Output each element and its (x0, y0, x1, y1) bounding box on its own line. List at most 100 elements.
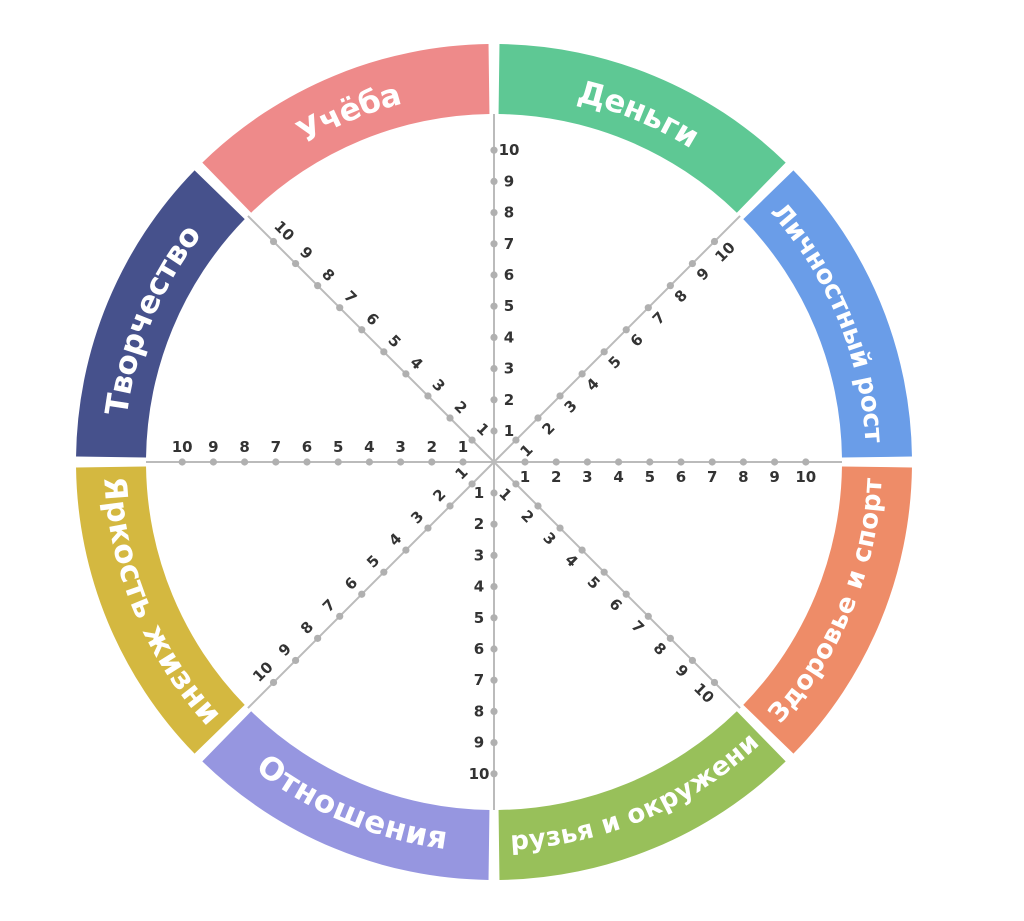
scale-number: 2 (429, 485, 449, 505)
wheel-segment (202, 44, 490, 213)
scale-number: 5 (584, 573, 604, 593)
scale-dot (490, 645, 498, 653)
scale-number: 4 (583, 374, 603, 394)
scale-number: 8 (671, 286, 691, 306)
scale-number: 8 (239, 438, 249, 456)
scale-dot (534, 502, 542, 510)
scale-dot (490, 551, 498, 560)
scale-dot (490, 427, 498, 435)
scale-number: 4 (474, 578, 484, 596)
scale-number: 10 (499, 141, 520, 159)
scale-dot (490, 739, 498, 747)
scale-number: 7 (707, 468, 717, 486)
scale-dot (578, 546, 586, 554)
scale-number: 3 (504, 360, 514, 378)
wheel-segment (76, 466, 245, 754)
scale-dot (314, 634, 322, 642)
scale-dot (688, 656, 697, 665)
scale-number: 3 (395, 438, 405, 456)
scale-dot (269, 678, 278, 687)
scale-dot (490, 271, 498, 279)
scale-dot (666, 634, 674, 642)
scale-number: 2 (451, 397, 471, 417)
scale-number: 5 (363, 552, 383, 572)
scale-number: 7 (271, 438, 281, 456)
scale-dot (380, 568, 388, 576)
scale-dot (490, 302, 498, 310)
wheel-segment (743, 170, 912, 458)
scale-number: 4 (385, 529, 405, 549)
scale-dot (303, 458, 311, 466)
scale-dot (512, 480, 520, 488)
scale-number: 5 (645, 468, 655, 486)
scale-number: 9 (275, 640, 295, 660)
scale-dot (646, 458, 654, 466)
scale-number: 5 (384, 331, 404, 351)
scale-number: 9 (474, 734, 484, 752)
scale-number: 6 (474, 640, 484, 658)
scale-number: 10 (469, 765, 490, 783)
scale-dot (710, 237, 719, 246)
scale-dot (490, 333, 498, 341)
scale-dot (178, 458, 186, 466)
scale-dot (771, 458, 779, 466)
scale-dot (428, 458, 436, 466)
scale-dot (622, 590, 630, 598)
scale-dot (424, 524, 432, 532)
scale-axis (247, 461, 495, 709)
scale-dot (615, 458, 623, 466)
scale-dot (490, 770, 498, 778)
scale-dot (490, 146, 498, 154)
scale-number: 8 (297, 618, 317, 638)
scale-number: 1 (520, 468, 530, 486)
scale-number: 8 (650, 639, 670, 659)
scale-number: 8 (504, 204, 514, 222)
scale-axis (247, 215, 495, 463)
scale-number: 3 (474, 546, 484, 564)
scale-number: 5 (474, 609, 484, 627)
scale-dot (512, 436, 520, 444)
wheel-segment (498, 44, 786, 213)
scale-dot (314, 282, 322, 290)
scale-axis (493, 215, 741, 463)
scale-dot (677, 458, 685, 466)
scale-number: 7 (504, 235, 514, 253)
scale-number: 5 (504, 297, 514, 315)
scale-number: 4 (406, 353, 426, 373)
scale-dot (490, 240, 498, 248)
scale-number: 6 (676, 468, 686, 486)
scale-dot (600, 348, 608, 356)
scale-number: 8 (474, 702, 484, 720)
scale-number: 2 (539, 419, 559, 439)
scale-number: 1 (516, 441, 536, 461)
scale-number: 5 (605, 352, 625, 372)
scale-dot (358, 590, 366, 598)
scale-dot (710, 678, 719, 687)
scale-dot (424, 392, 432, 400)
scale-number: 1 (474, 484, 484, 502)
scale-dot (578, 370, 586, 378)
wheel-segments (76, 44, 912, 880)
scale-dot (209, 458, 217, 466)
scale-number: 2 (551, 468, 561, 486)
scale-number: 2 (474, 515, 484, 533)
scale-dot (644, 612, 652, 620)
scale-number: 8 (738, 468, 748, 486)
scale-number: 4 (364, 438, 374, 456)
wheel-segment (743, 466, 912, 754)
scale-dot (490, 209, 498, 217)
scale-number: 1 (458, 438, 468, 456)
scale-number: 7 (319, 596, 339, 616)
scale-dot (802, 458, 810, 466)
scale-number: 4 (504, 328, 514, 346)
scale-number: 1 (504, 422, 514, 440)
scale-dot (490, 396, 498, 404)
scale-number: 6 (606, 595, 626, 615)
scale-dot (291, 259, 300, 268)
scale-dot (468, 436, 476, 444)
scale-number: 10 (795, 468, 816, 486)
scale-dot (552, 458, 560, 466)
scale-dot (556, 524, 564, 532)
scale-axis (493, 461, 741, 709)
scale-number: 6 (302, 438, 312, 456)
